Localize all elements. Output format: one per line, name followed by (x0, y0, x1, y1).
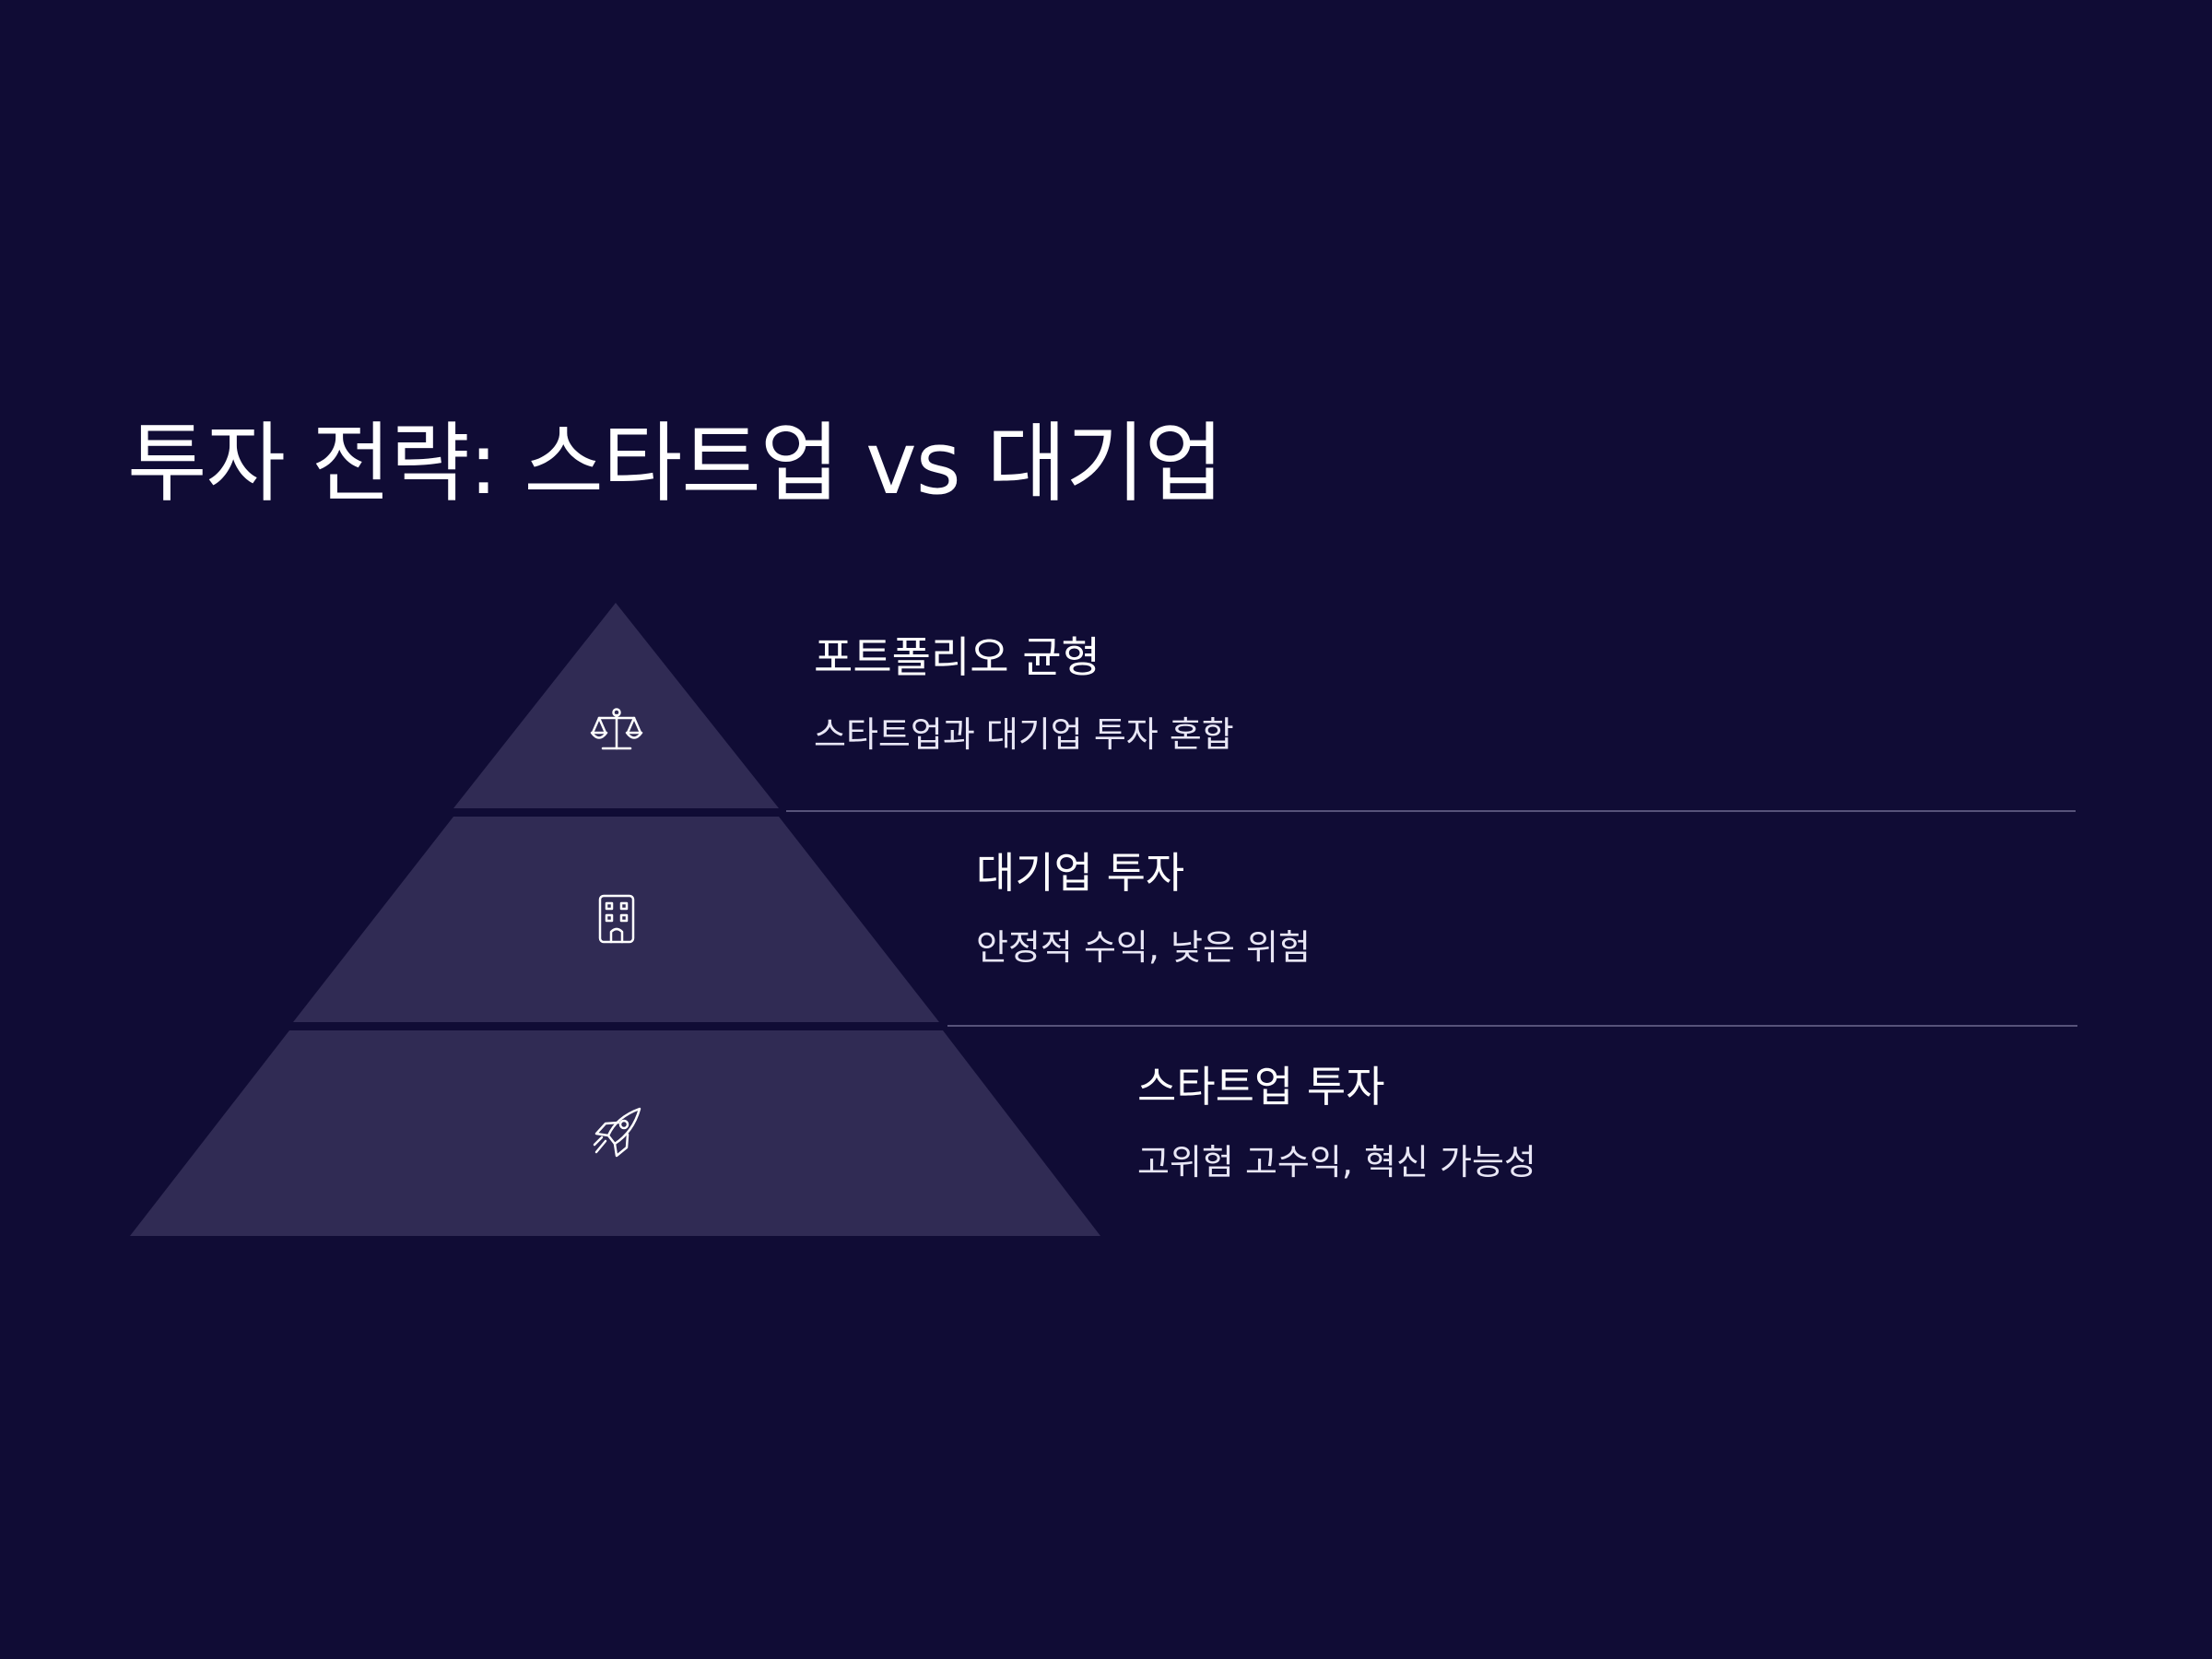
layer-heading-startup-investment: 스타트업 투자 (1137, 1062, 1385, 1112)
layer-description-enterprise-investment: 안정적 수익, 낮은 위험 (976, 927, 1311, 968)
layer-heading-enterprise-investment: 대기업 투자 (976, 848, 1185, 898)
pyramid-layer-top (453, 603, 779, 808)
rocket-icon (593, 1107, 641, 1158)
pyramid-layer-bottom (130, 1030, 1100, 1236)
layer-description-portfolio-balance: 스타트업과 대기업 투자 혼합 (814, 714, 1234, 755)
layer-description-startup-investment: 고위험 고수익, 혁신 가능성 (1137, 1142, 1536, 1182)
slide-title: 투자 전략: 스타트업 vs 대기업 (127, 414, 1224, 514)
balance-scale-icon (590, 708, 643, 750)
building-icon (598, 894, 635, 944)
pyramid-layer-middle (293, 817, 939, 1022)
layer-heading-portfolio-balance: 포트폴리오 균형 (814, 632, 1100, 682)
